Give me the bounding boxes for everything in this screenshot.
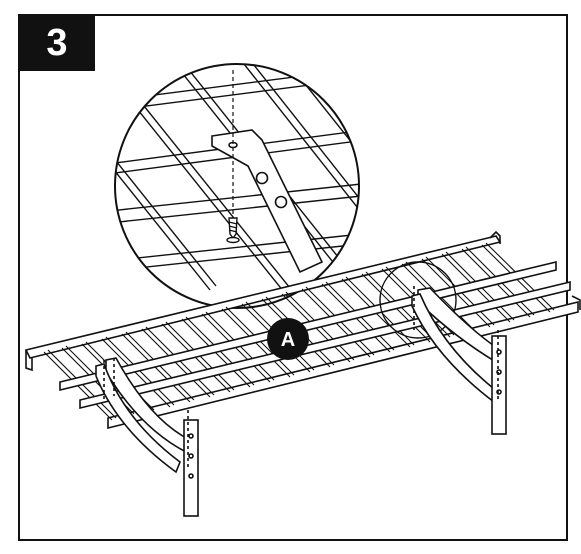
detail-bracket-plate (211, 129, 324, 274)
step-number: 3 (46, 22, 68, 64)
left-bracket (95, 357, 199, 517)
step-badge: 3 (19, 15, 95, 71)
panel-border (18, 14, 568, 541)
part-callout-a: A (267, 318, 309, 360)
detail-callout-circle (379, 261, 457, 339)
detail-screw (226, 217, 240, 244)
detail-magnifier (114, 63, 360, 309)
part-label-a: A (281, 329, 295, 351)
right-bracket (411, 286, 507, 435)
